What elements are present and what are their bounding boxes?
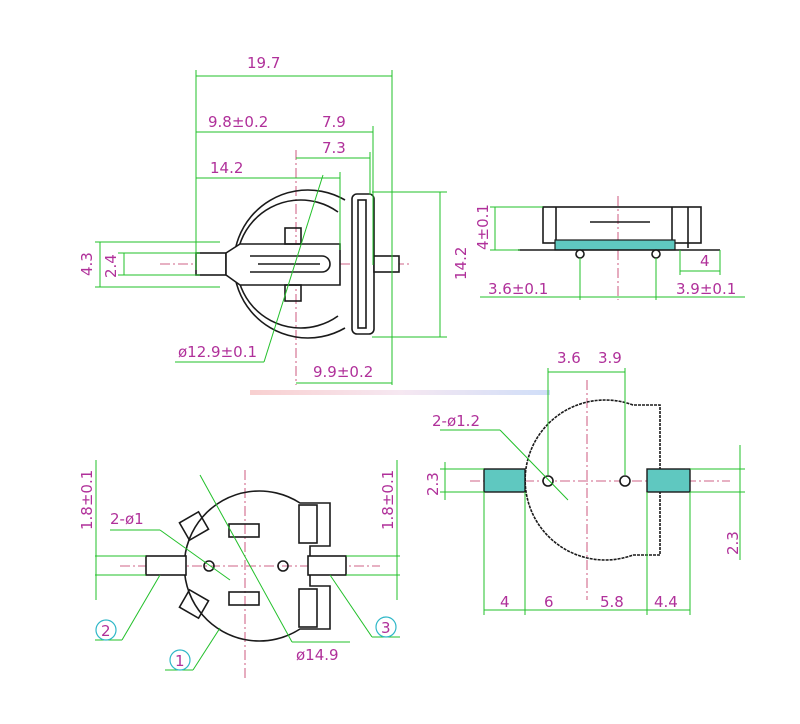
dim-height: 14.2: [452, 247, 470, 280]
dim-body-width: 14.2: [210, 159, 243, 177]
tab-left: [145, 555, 187, 576]
dim-overall-width: 19.7: [247, 54, 280, 72]
dim-tab-width-right: 1.8±0.1: [379, 470, 397, 530]
bottom-view: 1.8±0.1 1.8±0.1 2-ø1 ø14.9 2 1 3: [78, 460, 400, 680]
watermark-line: [250, 390, 550, 395]
dim-footprint-holes: 2-ø1.2: [432, 412, 480, 430]
pad-right: [646, 468, 691, 493]
dim-tab-height-outer: 4.3: [78, 252, 96, 276]
callout-3: 3: [381, 619, 391, 637]
dim-hole-right: 3.9: [598, 349, 622, 367]
dim-outline-diameter: ø14.9: [296, 646, 339, 664]
dim-bottom-3: 5.8: [600, 593, 624, 611]
clip-outline: [351, 193, 375, 335]
pcb-section: [554, 239, 676, 251]
pad-left: [483, 468, 526, 493]
dim-tab-width-left: 1.8±0.1: [78, 470, 96, 530]
dim-center-to-clip: 7.9: [322, 113, 346, 131]
dim-pad-height-right: 2.3: [724, 531, 742, 555]
dim-tab-length: 4: [700, 252, 710, 270]
top-view: 19.7 9.8±0.2 7.9 7.3 14.2 14.2 4.3 2.4 ø…: [78, 54, 470, 385]
dim-right-pin: 3.9±0.1: [676, 280, 736, 298]
dim-center-to-clip-inner: 7.3: [322, 139, 346, 157]
hole-right: [619, 475, 631, 487]
footprint-outline: [524, 399, 661, 561]
tab-right: [307, 555, 347, 576]
hole-left: [542, 475, 554, 487]
callout-1: 1: [175, 652, 185, 670]
dim-holes: 2-ø1: [110, 510, 144, 528]
callout-2-circle: [95, 619, 117, 641]
callout-1-circle: [169, 649, 191, 671]
dim-pad-height-left: 2.3: [424, 472, 442, 496]
dim-left-to-center: 9.8±0.2: [208, 113, 268, 131]
dim-tab-height-inner: 2.4: [102, 254, 120, 278]
dim-side-height: 4±0.1: [474, 204, 492, 250]
pcb-footprint-view: 3.6 3.9 2-ø1.2 2.3 2.3 4 6 5.8 4.4: [424, 349, 745, 615]
side-body: [542, 206, 702, 244]
dim-bottom-1: 4: [500, 593, 510, 611]
dim-bottom-4: 4.4: [654, 593, 678, 611]
dim-center-to-tab-end: 9.9±0.2: [313, 363, 373, 381]
callout-2: 2: [101, 622, 111, 640]
side-view: 4±0.1 4 3.6±0.1 3.9±0.1: [474, 196, 745, 300]
dim-bottom-2: 6: [544, 593, 554, 611]
dim-left-pin: 3.6±0.1: [488, 280, 548, 298]
dim-hole-left: 3.6: [557, 349, 581, 367]
dim-cell-diameter: ø12.9±0.1: [178, 343, 257, 361]
callout-3-circle: [375, 616, 397, 638]
